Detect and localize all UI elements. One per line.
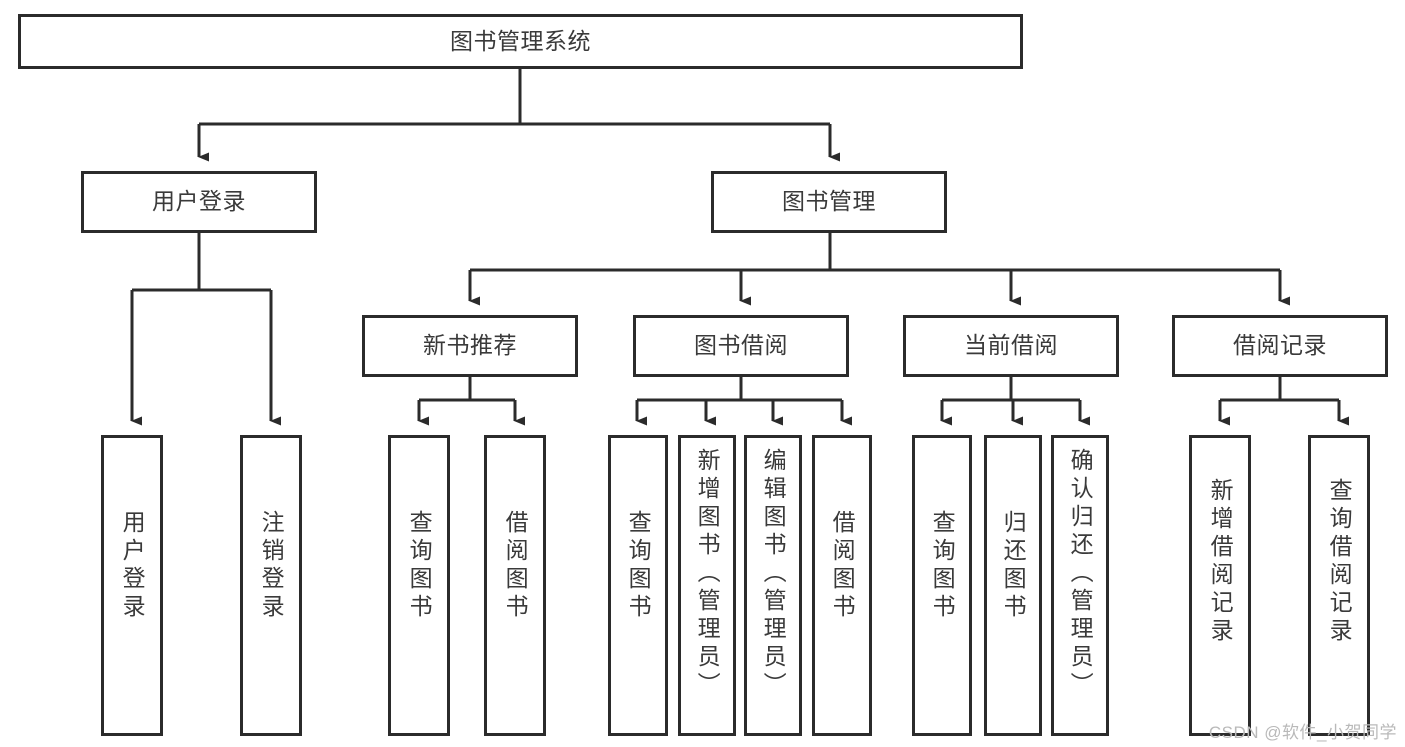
node-leaf-confirm-return-admin[interactable]: 确认归还（管理员） [1051, 435, 1109, 736]
node-book-management[interactable]: 图书管理 [711, 171, 947, 233]
csdn-watermark: CSDN @软件_小贺同学 [1208, 723, 1397, 742]
node-label: 图书管理 [782, 188, 876, 215]
node-label: 新增图书（管理员） [694, 448, 721, 700]
node-book-borrowing[interactable]: 图书借阅 [633, 315, 849, 377]
node-leaf-add-book-admin[interactable]: 新增图书（管理员） [678, 435, 736, 736]
node-label: 借阅图书 [829, 510, 856, 622]
node-label: 新书推荐 [423, 332, 517, 359]
node-leaf-return-book[interactable]: 归还图书 [984, 435, 1042, 736]
node-leaf-query-book-rec[interactable]: 查询图书 [388, 435, 450, 736]
node-leaf-edit-book-admin[interactable]: 编辑图书（管理员） [744, 435, 802, 736]
node-leaf-query-borrow-record[interactable]: 查询借阅记录 [1308, 435, 1370, 736]
node-leaf-user-login[interactable]: 用户登录 [101, 435, 163, 736]
node-label: 用户登录 [152, 188, 246, 215]
node-leaf-query-book-current[interactable]: 查询图书 [912, 435, 972, 736]
node-root-system[interactable]: 图书管理系统 [18, 14, 1023, 69]
node-leaf-borrow-book-borrow[interactable]: 借阅图书 [812, 435, 872, 736]
node-leaf-add-borrow-record[interactable]: 新增借阅记录 [1189, 435, 1251, 736]
node-new-book-recommendation[interactable]: 新书推荐 [362, 315, 578, 377]
node-label: 归还图书 [1000, 510, 1027, 622]
node-label: 查询图书 [929, 510, 956, 622]
node-label: 注销登录 [258, 510, 285, 622]
node-label: 图书借阅 [694, 332, 788, 359]
node-label: 查询图书 [625, 510, 652, 622]
node-borrow-records[interactable]: 借阅记录 [1172, 315, 1388, 377]
node-label: 当前借阅 [964, 332, 1058, 359]
node-label: 借阅记录 [1233, 332, 1327, 359]
node-label: 新增借阅记录 [1207, 478, 1234, 646]
node-label: 查询图书 [406, 510, 433, 622]
node-leaf-logout[interactable]: 注销登录 [240, 435, 302, 736]
node-current-borrowing[interactable]: 当前借阅 [903, 315, 1119, 377]
node-label: 用户登录 [119, 510, 146, 622]
node-leaf-borrow-book-rec[interactable]: 借阅图书 [484, 435, 546, 736]
node-label: 编辑图书（管理员） [760, 448, 787, 700]
node-label: 借阅图书 [502, 510, 529, 622]
node-user-login[interactable]: 用户登录 [81, 171, 317, 233]
node-label: 图书管理系统 [450, 27, 591, 54]
node-leaf-query-book-borrow[interactable]: 查询图书 [608, 435, 668, 736]
node-label: 确认归还（管理员） [1067, 448, 1094, 700]
node-label: 查询借阅记录 [1326, 478, 1353, 646]
